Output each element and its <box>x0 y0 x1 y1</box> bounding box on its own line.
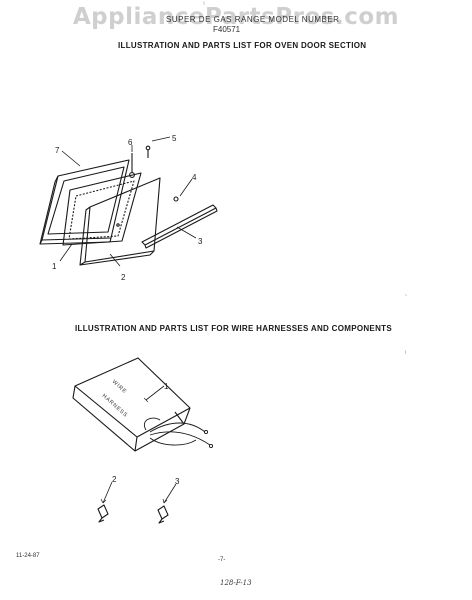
terminal-connector-3 <box>157 483 177 524</box>
harness-wires <box>144 417 214 449</box>
scan-specks <box>203 1 408 355</box>
wire-harness-section-title: ILLUSTRATION AND PARTS LIST FOR WIRE HAR… <box>75 324 392 333</box>
box-label-harness: HARNESS <box>101 393 129 419</box>
inner-door-liner <box>39 159 130 245</box>
callout-4: 4 <box>192 173 197 182</box>
wire-harness-box <box>72 357 191 452</box>
header-model-number: F40571 <box>213 25 241 34</box>
callout-2: 2 <box>121 273 126 282</box>
handwritten-note: 128-F-13 <box>220 579 252 587</box>
harness-callout-1: 1 <box>164 382 169 391</box>
box-label-wire: WIRE <box>111 379 128 395</box>
door-frame-panel <box>62 172 142 246</box>
outer-door-panel <box>79 177 161 266</box>
door-handle-trim <box>141 204 218 249</box>
callout-3: 3 <box>198 237 203 246</box>
harness-leader <box>143 385 165 403</box>
footer-page-number: -7- <box>218 557 226 563</box>
callout-7: 7 <box>55 146 60 155</box>
callout-1: 1 <box>52 262 57 271</box>
watermark: AppliancePartsPros.com <box>72 4 400 30</box>
footer-date: 11-24-87 <box>16 553 40 559</box>
harness-callout-3: 3 <box>175 477 180 486</box>
terminal-connector-2 <box>97 481 113 523</box>
harness-callout-2: 2 <box>112 475 117 484</box>
header-range-model-label: SUPER DE GAS RANGE MODEL NUMBER <box>166 15 340 24</box>
callout-6: 6 <box>128 138 133 147</box>
door-screws <box>129 145 179 202</box>
callout-5: 5 <box>172 134 177 143</box>
oven-door-section-title: ILLUSTRATION AND PARTS LIST FOR OVEN DOO… <box>118 41 367 50</box>
oven-door-leaders <box>59 136 197 267</box>
